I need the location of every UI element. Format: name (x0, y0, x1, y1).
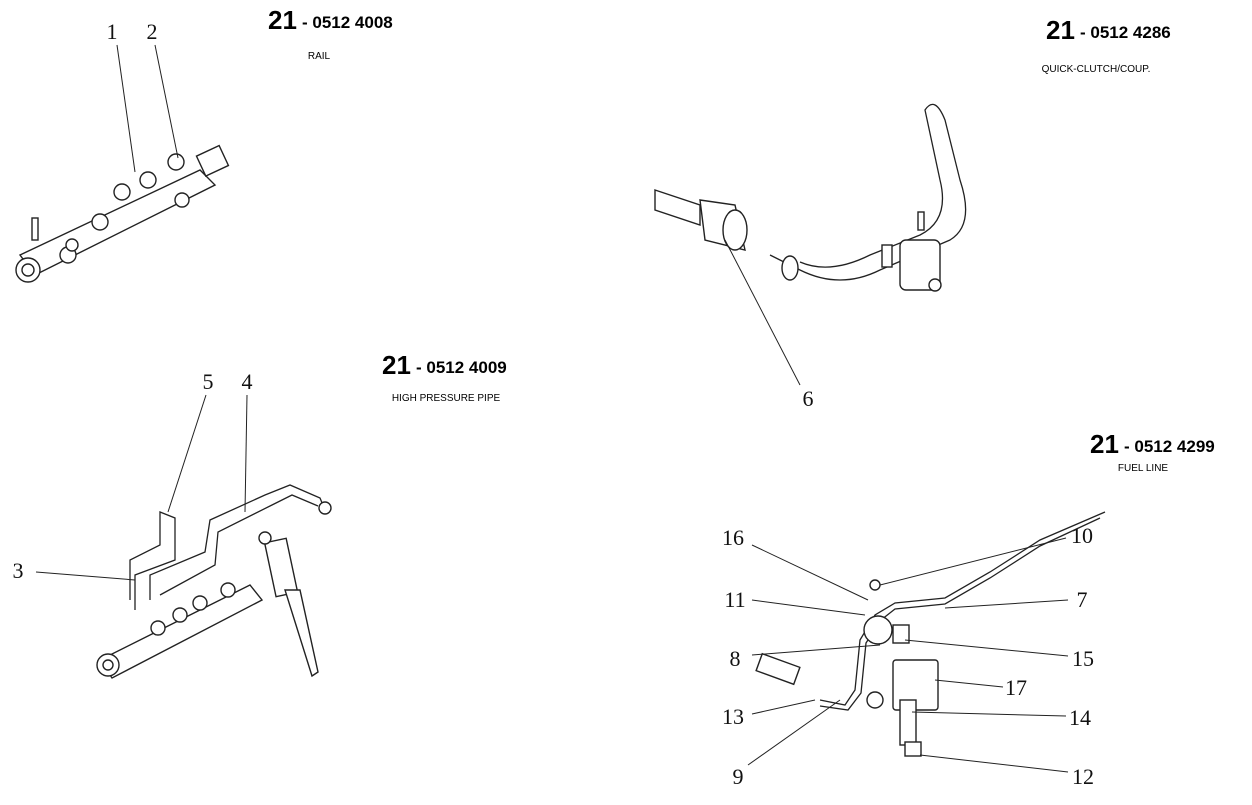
callouts: 1 2 3 4 5 6 7 8 9 10 11 12 13 14 15 16 1… (13, 19, 1095, 789)
callout-17: 17 (1005, 675, 1027, 700)
callout-10: 10 (1071, 523, 1093, 548)
callout-6: 6 (803, 386, 814, 411)
callout-16: 16 (722, 525, 744, 550)
group-name: HIGH PRESSURE PIPE (392, 393, 501, 404)
callout-11: 11 (724, 587, 745, 612)
group-name: RAIL (308, 51, 331, 62)
callout-14: 14 (1069, 705, 1091, 730)
callout-13: 13 (722, 704, 744, 729)
group-header-fuel-line: 21 - 0512 4299 FUEL LINE (1090, 429, 1215, 474)
callout-9: 9 (733, 764, 744, 789)
group-code: - 0512 4286 (1080, 23, 1171, 42)
group-prefix: 21 (382, 350, 411, 380)
leader-lines (35, 44, 1069, 773)
high-pressure-pipe-drawing (96, 484, 332, 679)
group-header-quick-clutch: 21 - 0512 4286 QUICK-CLUTCH/COUP. (1042, 15, 1171, 75)
rail-drawing (15, 144, 230, 283)
callout-8: 8 (730, 646, 741, 671)
group-prefix: 21 (1046, 15, 1075, 45)
callout-1: 1 (107, 19, 118, 44)
group-code: - 0512 4008 (302, 13, 393, 32)
group-header-rail: 21 - 0512 4008 RAIL (268, 5, 393, 62)
callout-5: 5 (203, 369, 214, 394)
group-header-high-pressure-pipe: 21 - 0512 4009 HIGH PRESSURE PIPE (382, 350, 507, 404)
callout-15: 15 (1072, 646, 1094, 671)
callout-2: 2 (147, 19, 158, 44)
quick-clutch-drawing (654, 103, 967, 292)
group-code: - 0512 4299 (1124, 437, 1215, 456)
callout-7: 7 (1077, 587, 1088, 612)
fuel-line-drawing (755, 511, 1106, 757)
callout-4: 4 (242, 369, 253, 394)
group-name: QUICK-CLUTCH/COUP. (1042, 64, 1151, 75)
group-name: FUEL LINE (1118, 463, 1169, 474)
callout-3: 3 (13, 558, 24, 583)
callout-12: 12 (1072, 764, 1094, 789)
group-prefix: 21 (268, 5, 297, 35)
group-prefix: 21 (1090, 429, 1119, 459)
group-code: - 0512 4009 (416, 358, 507, 377)
